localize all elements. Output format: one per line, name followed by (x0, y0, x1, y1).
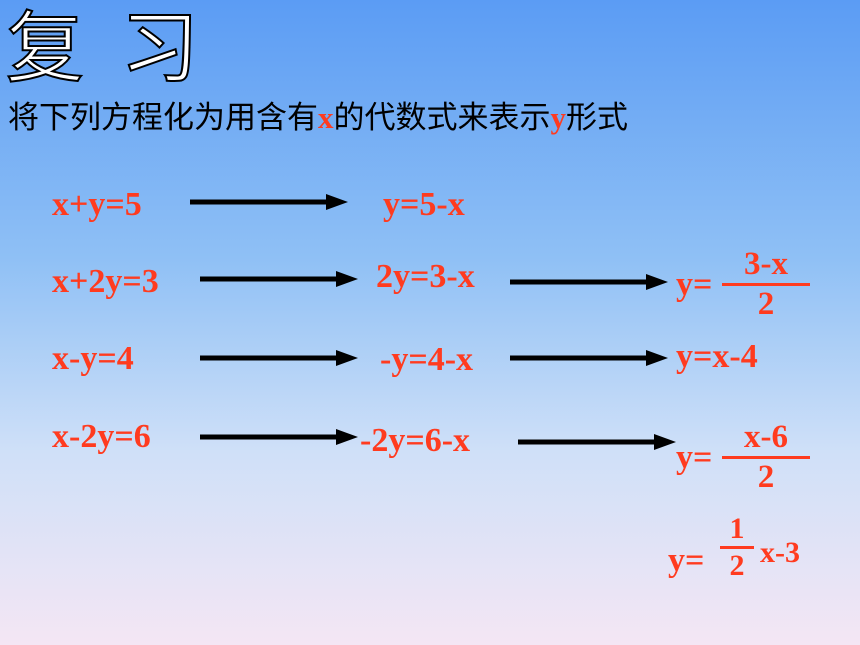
row2-fraction-numerator: 3-x (744, 246, 788, 282)
row1-arrow-1 (190, 194, 348, 210)
row3-step: -y=4-x (380, 341, 474, 378)
row2-fraction-bar (722, 283, 810, 286)
instruction-text: 将下列方程化为用含有x的代数式来表示y形式 (8, 92, 628, 137)
row4-result-fraction: x-6 2 (722, 421, 810, 494)
extra-result-suffix: x-3 (760, 536, 800, 569)
row1-step: y=5-x (383, 186, 465, 223)
row2-step: 2y=3-x (376, 258, 475, 295)
row4-step: -2y=6-x (360, 422, 471, 459)
row3-arrow-2 (510, 350, 668, 366)
row4-arrow-1 (200, 429, 358, 445)
extra-result-fraction: 1 2 (720, 514, 754, 581)
row2-arrow-1 (200, 271, 358, 287)
instruction-part1: 将下列方程化为用含有 (8, 100, 318, 136)
row4-arrow-2 (518, 434, 676, 450)
row4-result-prefix: y= (676, 439, 713, 476)
row4-original: x-2y=6 (52, 418, 151, 455)
row3-result: y=x-4 (676, 338, 758, 375)
row3-original: x-y=4 (52, 340, 134, 377)
row3-arrow-1 (200, 350, 358, 366)
row2-result-fraction: 3-x 2 (722, 248, 810, 321)
extra-fraction-denominator: 2 (729, 549, 745, 582)
extra-fraction-numerator: 1 (729, 512, 745, 545)
instruction-part2: 的代数式来表示 (333, 100, 551, 136)
page-title: 复 习 (5, 3, 205, 95)
instruction-var-x: x (318, 100, 334, 135)
row2-result-prefix: y= (676, 266, 713, 303)
row2-arrow-2 (510, 274, 668, 290)
instruction-var-y: y (550, 100, 567, 135)
row4-fraction-denominator: 2 (757, 459, 775, 495)
row1-original: x+y=5 (52, 186, 142, 223)
extra-result-prefix: y= (668, 542, 705, 579)
extra-fraction-bar (720, 546, 754, 549)
row4-fraction-numerator: x-6 (744, 419, 788, 455)
row2-fraction-denominator: 2 (757, 286, 775, 322)
row4-fraction-bar (722, 456, 810, 459)
instruction-part3: 形式 (566, 100, 628, 136)
row2-original: x+2y=3 (52, 263, 159, 300)
